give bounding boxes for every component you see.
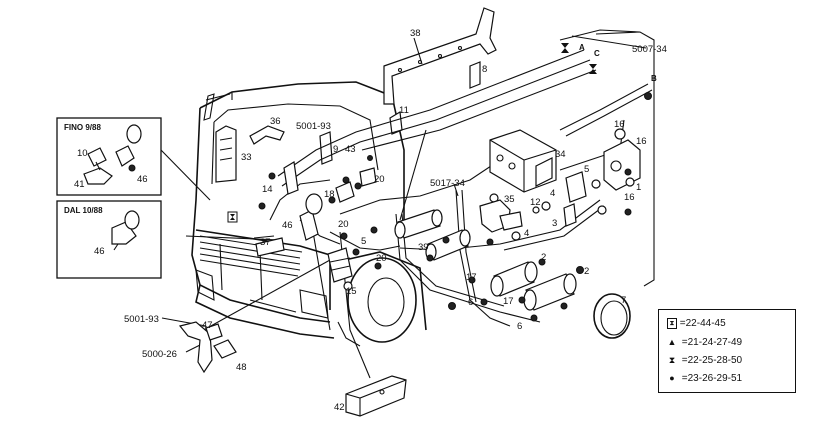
label-18: 18 xyxy=(324,189,335,200)
part-labels: 38 8 11 36 33 9 43 20 14 18 16 16 16 5 1… xyxy=(64,28,667,413)
label-36: 36 xyxy=(270,116,281,127)
inset-top-label-10: 10 xyxy=(77,148,88,159)
valve-block-34 xyxy=(489,129,557,193)
legend-row: ▲ =21-24-27-49 xyxy=(667,334,743,350)
air-tanks xyxy=(394,209,577,311)
bracket-38 xyxy=(383,7,497,105)
inset-top-leader xyxy=(160,149,211,201)
label-14: 14 xyxy=(262,184,273,195)
inset-bottom-box xyxy=(56,200,162,279)
label-38: 38 xyxy=(410,28,421,39)
ref-code-5007-34: 5007-34 xyxy=(632,44,667,55)
bracket-42 xyxy=(345,375,407,417)
label-8: 8 xyxy=(482,64,487,75)
label-4b: 4 xyxy=(524,228,529,239)
label-34: 34 xyxy=(555,149,566,160)
legend-box: ⧗ =22-44-45 ▲ =21-24-27-49 ⧗ =22-25-28-5… xyxy=(658,309,796,393)
fittings xyxy=(258,92,652,322)
legend-text: =22-25-28-50 xyxy=(681,355,743,366)
inset-top-label-46: 46 xyxy=(137,174,148,185)
bracket-8 xyxy=(469,61,481,89)
dot-icon: ● xyxy=(669,373,675,383)
valve-35 xyxy=(479,199,523,241)
valve-lower-20 xyxy=(327,247,353,291)
label-2b: 2 xyxy=(584,266,589,277)
label-43: 43 xyxy=(345,144,356,155)
label-4a: 4 xyxy=(550,188,555,199)
lower-left-parts xyxy=(178,321,237,374)
label-42: 42 xyxy=(334,402,345,413)
label-15: 15 xyxy=(346,286,357,297)
marker-b: B xyxy=(651,74,657,83)
legend-row: ⧗ =22-25-28-50 xyxy=(667,352,742,368)
inset-top-title: FINO 9/88 xyxy=(64,123,101,132)
ref-code-5017-34: 5017-34 xyxy=(430,178,465,189)
label-46: 46 xyxy=(282,220,293,231)
bracket-37 xyxy=(255,237,285,257)
label-12: 12 xyxy=(530,197,541,208)
label-5b: 5 xyxy=(361,236,366,247)
label-2a: 2 xyxy=(541,252,546,263)
ref-code-5001-93-lower: 5001-93 xyxy=(124,314,159,325)
inset-bottom-title: DAL 10/88 xyxy=(64,206,103,215)
legend-text: =22-44-45 xyxy=(679,318,726,329)
label-6b: 6 xyxy=(517,321,522,332)
ref-code-5000-26: 5000-26 xyxy=(142,349,177,360)
valve-assembly-16 xyxy=(597,128,641,215)
hourglass-icon xyxy=(589,64,597,74)
valve-5-group xyxy=(489,171,601,227)
label-11: 11 xyxy=(399,105,409,116)
part-36 xyxy=(249,125,285,145)
label-35: 35 xyxy=(504,194,515,205)
marker-a: A xyxy=(579,43,585,52)
symbol-markers xyxy=(227,43,597,223)
label-17a: 17 xyxy=(466,272,477,283)
label-33: 33 xyxy=(241,152,252,163)
label-20a: 20 xyxy=(374,174,385,185)
inset-top-box xyxy=(56,117,162,196)
inset-bottom-label-46: 46 xyxy=(94,246,105,257)
label-16b: 16 xyxy=(636,136,647,147)
inset-top-label-41: 41 xyxy=(74,179,85,190)
clamp-ring-7 xyxy=(593,293,631,339)
legend-row: ● =23-26-29-51 xyxy=(667,370,742,386)
legend-row: ⧗ =22-44-45 xyxy=(667,316,726,332)
label-16c: 16 xyxy=(624,192,635,203)
label-3: 3 xyxy=(552,218,557,229)
legend-text: =21-24-27-49 xyxy=(681,337,743,348)
label-9: 9 xyxy=(333,144,338,155)
hourglass-icon xyxy=(561,43,569,53)
marker-c: C xyxy=(594,49,600,58)
label-6a: 6 xyxy=(468,297,473,308)
label-7: 7 xyxy=(621,295,626,306)
label-1: 1 xyxy=(636,182,641,193)
hourglass-icon: ⧗ xyxy=(668,355,676,365)
label-17b: 17 xyxy=(503,296,514,307)
hourglass-box-icon: ⧗ xyxy=(667,317,677,329)
label-37: 37 xyxy=(260,237,271,248)
label-39: 39 xyxy=(418,242,429,253)
frame-outline xyxy=(595,31,655,287)
label-47: 47 xyxy=(202,320,213,331)
label-48: 48 xyxy=(236,362,247,373)
label-16a: 16 xyxy=(614,119,625,130)
fitting-group-cab xyxy=(283,161,377,241)
label-5a: 5 xyxy=(584,164,589,175)
label-20c: 20 xyxy=(376,253,387,264)
triangle-icon: ▲ xyxy=(667,337,677,347)
ref-code-5001-93-upper: 5001-93 xyxy=(296,121,331,132)
legend-text: =23-26-29-51 xyxy=(681,373,743,384)
label-20b: 20 xyxy=(338,219,349,230)
